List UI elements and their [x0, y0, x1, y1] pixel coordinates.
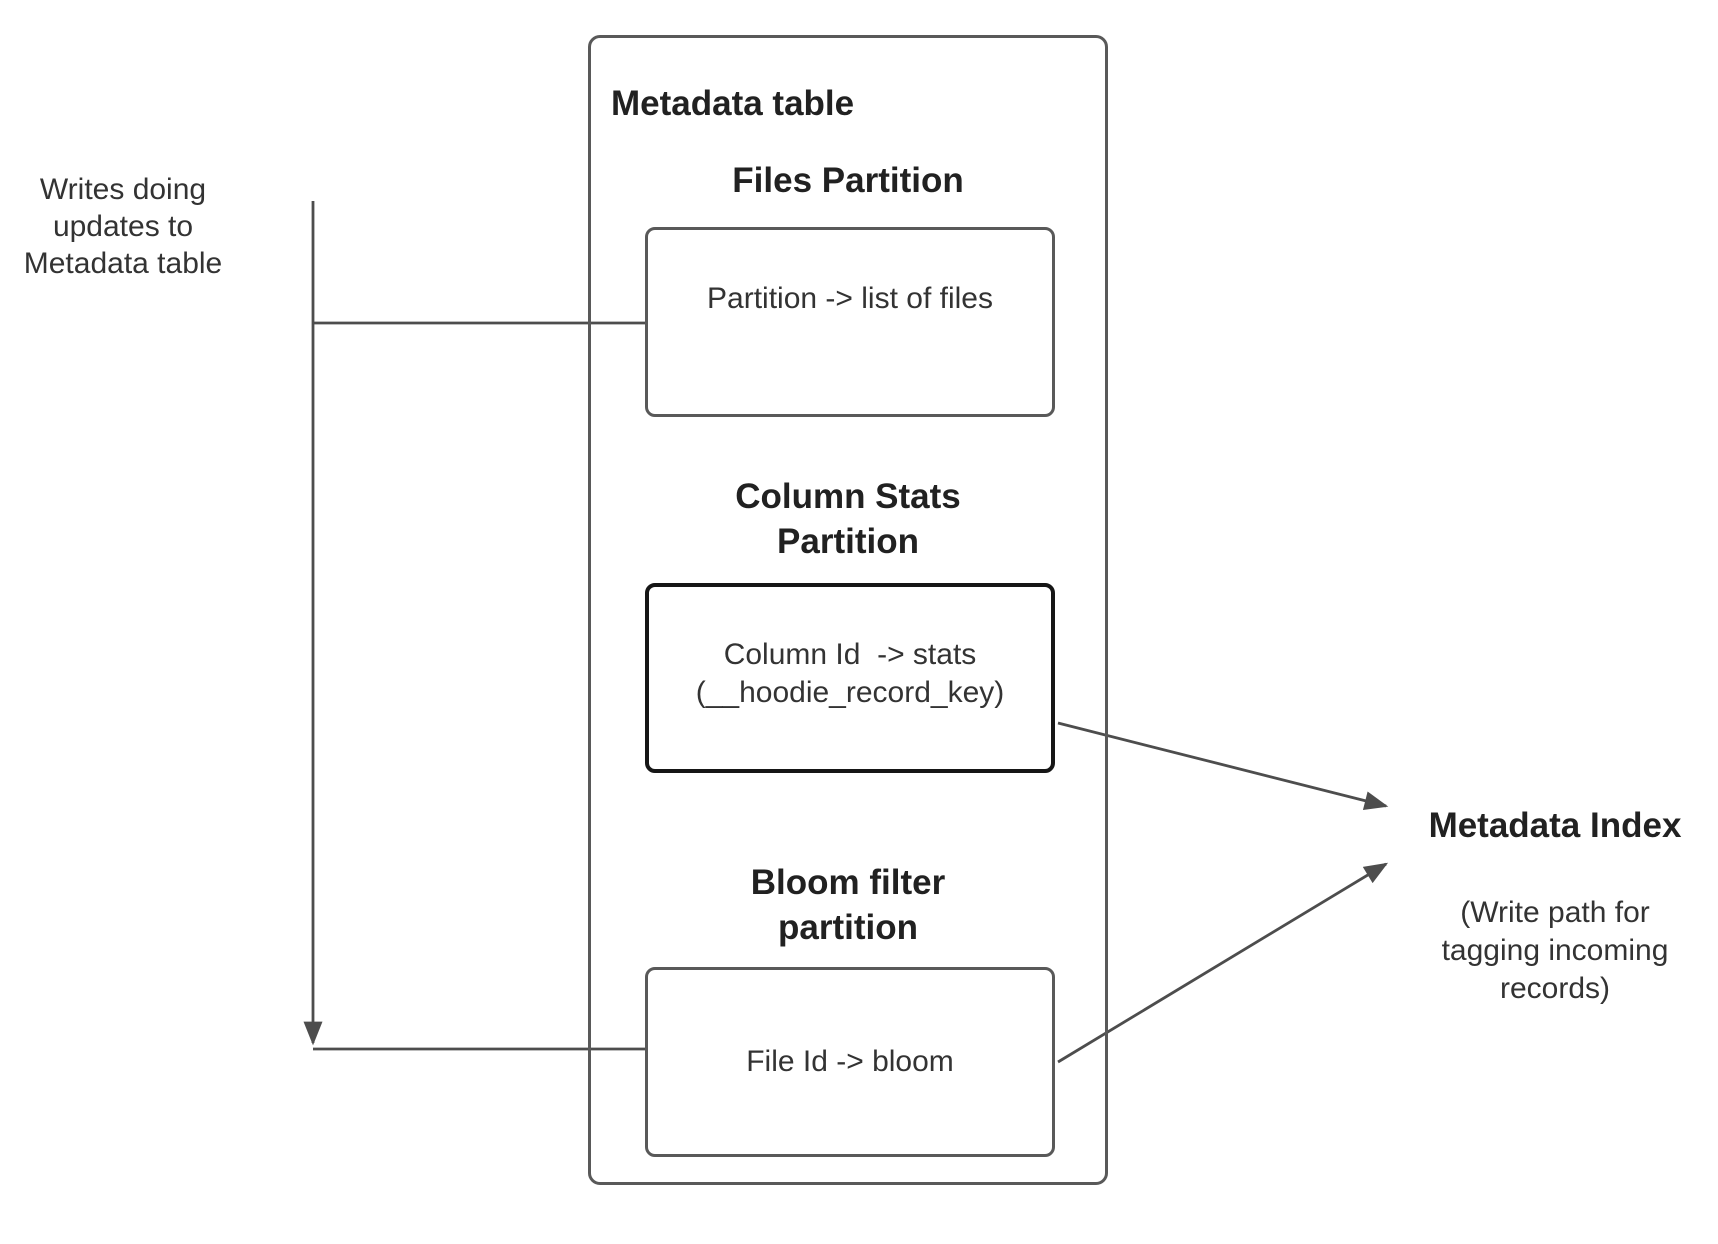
bloom-filter-heading-line: partition [778, 908, 918, 947]
metadata-index-caption: (Write path for tagging incoming records… [1395, 894, 1715, 1008]
column-stats-partition-box: Column Id -> stats (__hoodie_record_key) [645, 583, 1055, 773]
bloom-filter-partition-heading: Bloom filter partition [642, 860, 1054, 950]
writes-note-line: Metadata table [23, 247, 223, 280]
column-stats-box-text: Column Id -> stats [723, 638, 977, 671]
metadata-table-title: Metadata table [611, 84, 855, 123]
bloom-filter-partition-box: File Id -> bloom [645, 967, 1055, 1157]
writes-note-line: updates to [52, 210, 194, 243]
files-partition-heading-line: Files Partition [732, 161, 964, 200]
metadata-index-caption-line: tagging incoming [1441, 934, 1669, 967]
files-partition-box: Partition -> list of files [645, 227, 1055, 417]
column-stats-heading-line: Partition [777, 522, 919, 561]
files-partition-box-text: Partition -> list of files [707, 282, 993, 315]
files-partition-heading: Files Partition [642, 158, 1054, 203]
column-stats-box-text: (__hoodie_record_key) [695, 676, 1005, 709]
metadata-index-title: Metadata Index [1428, 806, 1682, 845]
writes-note: Writes doing updates to Metadata table [15, 171, 231, 282]
metadata-index-caption-line: records) [1499, 972, 1611, 1005]
bloom-filter-heading-line: Bloom filter [750, 863, 946, 902]
writes-note-line: Writes doing [39, 173, 207, 206]
metadata-table-container: Metadata table Files Partition Partition… [588, 35, 1108, 1185]
metadata-index-caption-line: (Write path for [1460, 896, 1650, 929]
column-stats-heading-line: Column Stats [735, 477, 961, 516]
column-stats-partition-heading: Column Stats Partition [642, 474, 1054, 564]
bloom-filter-box-text: File Id -> bloom [746, 1045, 954, 1078]
